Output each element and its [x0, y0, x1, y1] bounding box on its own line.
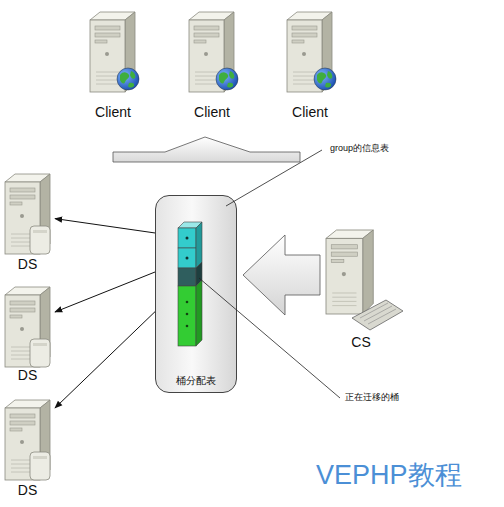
arrow-connector [55, 219, 155, 233]
table-caption: 桶分配表 [176, 373, 216, 389]
ds-icon [5, 174, 50, 254]
callout-note: 正在迁移的桶 [345, 393, 399, 403]
block-arrow-up [113, 137, 300, 162]
client-server: Client [182, 8, 242, 120]
bucket-column [178, 222, 202, 346]
client-server: Client [280, 8, 340, 120]
server-label: DS [18, 482, 37, 498]
server-label: Client [95, 104, 131, 120]
bucket-table: 桶分配表 [155, 195, 237, 393]
ds-icon [5, 400, 50, 480]
data-server: DS [0, 396, 55, 498]
server-label: Client [292, 104, 328, 120]
data-server: DS [0, 170, 55, 272]
watermark: VEPHP教程 [316, 461, 462, 491]
ds-icon [5, 287, 50, 367]
server-label: DS [18, 367, 37, 383]
client-server: Client [83, 8, 143, 120]
server-label: CS [351, 334, 370, 350]
data-server: DS [0, 283, 55, 383]
leader-line [199, 278, 340, 398]
client-icon [90, 12, 139, 92]
config-server: CS [322, 200, 400, 350]
cs-icon [326, 230, 403, 330]
arrow-connector [55, 312, 155, 408]
server-label: DS [18, 256, 37, 272]
leader-line [226, 150, 322, 206]
arrow-connector [55, 272, 155, 312]
client-icon [189, 12, 238, 92]
client-icon [287, 12, 336, 92]
callout-note: group的信息表 [330, 144, 389, 154]
block-arrow [243, 235, 320, 315]
server-label: Client [194, 104, 230, 120]
